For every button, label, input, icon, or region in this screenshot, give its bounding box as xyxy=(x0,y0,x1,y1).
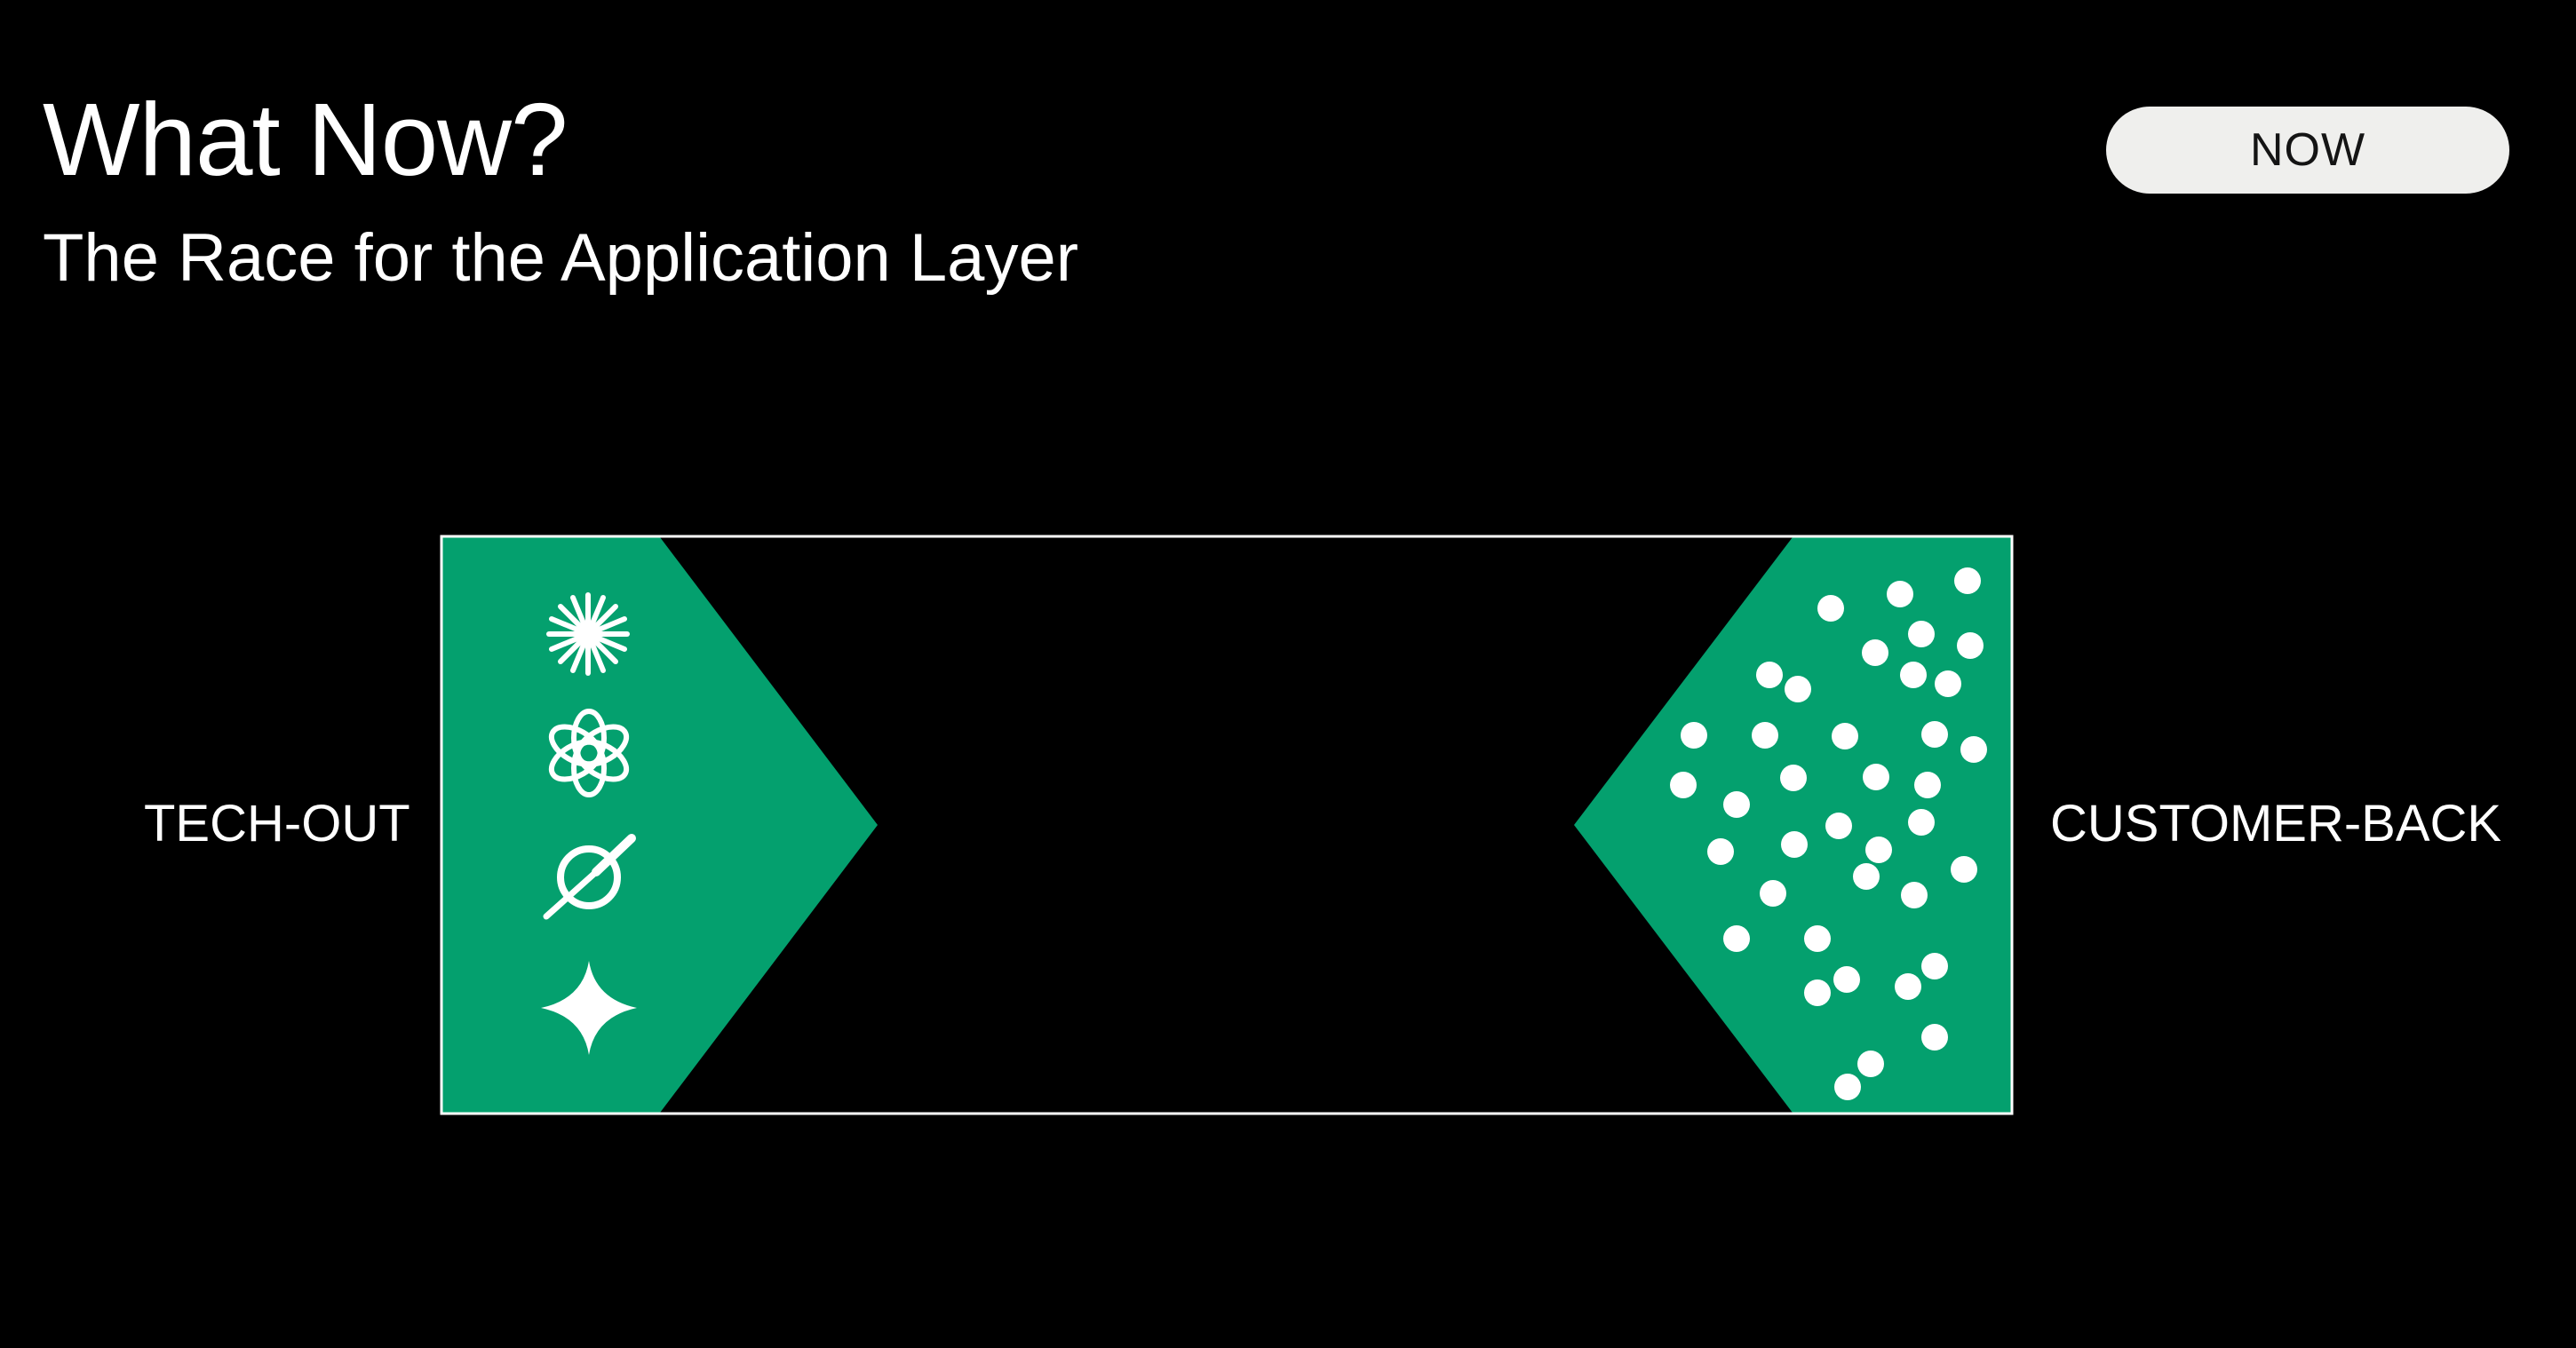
customer-dot xyxy=(1707,838,1734,865)
customer-dot xyxy=(1825,813,1852,839)
customer-dot xyxy=(1804,925,1831,952)
customer-dot xyxy=(1935,670,1961,697)
customer-dot xyxy=(1780,765,1807,791)
customer-dot xyxy=(1908,809,1935,836)
tech-out-panel xyxy=(442,537,878,1113)
customer-dot xyxy=(1954,567,1981,594)
customer-dot xyxy=(1865,837,1892,863)
diagram-frame-outline xyxy=(440,535,2014,1115)
customer-dot xyxy=(1921,1024,1948,1051)
customer-dot xyxy=(1760,880,1786,907)
customer-dot xyxy=(1853,863,1880,890)
customer-dot xyxy=(1863,764,1889,790)
customer-dot xyxy=(1951,856,1977,883)
customer-dot xyxy=(1900,662,1927,688)
customer-dot xyxy=(1908,621,1935,647)
customer-dot xyxy=(1921,953,1948,979)
customer-dot xyxy=(1901,882,1928,908)
slashed-circle-icon xyxy=(543,834,636,920)
customer-dot xyxy=(1723,925,1750,952)
customer-dot xyxy=(1957,632,1984,659)
customer-dot xyxy=(1756,662,1783,688)
customer-dot xyxy=(1887,581,1913,607)
customer-dot xyxy=(1857,1051,1884,1077)
customer-back-label: CUSTOMER-BACK xyxy=(2050,795,2502,852)
now-badge: NOW xyxy=(2106,107,2509,194)
tech-out-label: TECH-OUT xyxy=(144,795,410,852)
customer-dot xyxy=(1834,1074,1861,1100)
customer-dot xyxy=(1833,966,1860,993)
four-point-star-icon xyxy=(541,961,637,1055)
customer-dot xyxy=(1921,721,1948,748)
customer-dot xyxy=(1895,973,1921,1000)
slide-subtitle: The Race for the Application Layer xyxy=(43,220,1079,296)
customer-dot xyxy=(1862,639,1888,666)
customer-dot xyxy=(1832,723,1858,749)
customer-dot xyxy=(1670,772,1697,798)
slide-title: What Now? xyxy=(43,82,568,197)
customer-dot xyxy=(1960,736,1987,763)
customer-dot xyxy=(1804,979,1831,1006)
customer-dot xyxy=(1752,722,1778,749)
customer-dot xyxy=(1914,772,1941,798)
customer-dots xyxy=(1670,567,1987,1100)
customer-dot xyxy=(1681,722,1707,749)
customer-dot xyxy=(1817,595,1844,622)
customer-dot xyxy=(1781,831,1808,858)
openai-knot-icon xyxy=(548,709,630,797)
starburst-icon xyxy=(546,592,630,676)
customer-dot xyxy=(1785,676,1811,702)
customer-dot xyxy=(1723,791,1750,818)
